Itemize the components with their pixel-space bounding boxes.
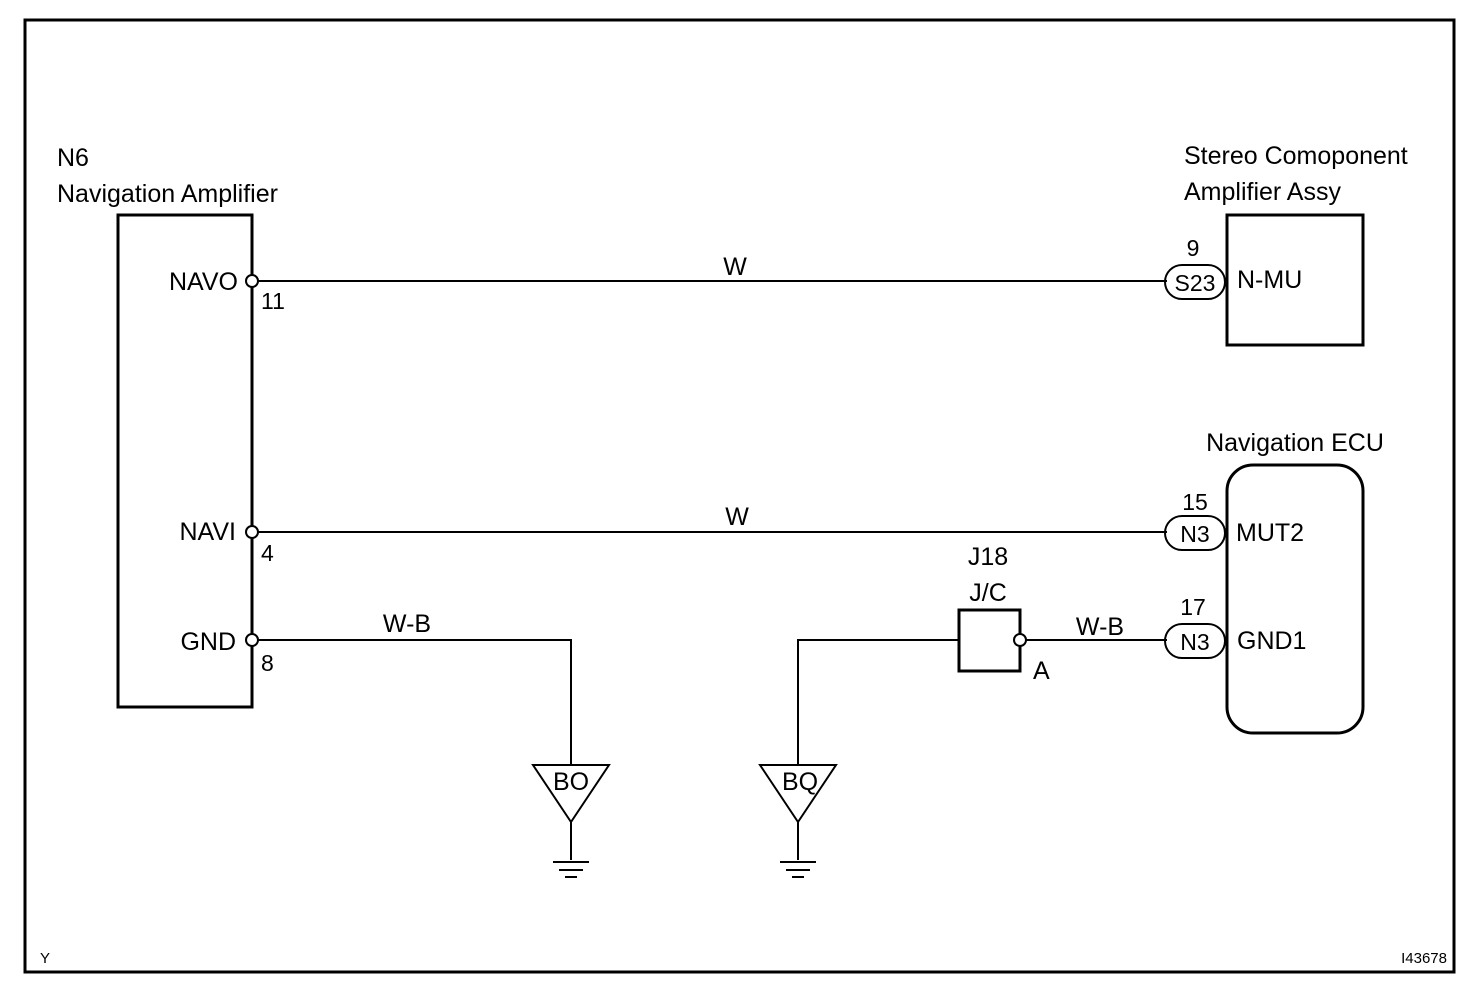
nav-amp-box xyxy=(116,213,254,709)
stereo-amp-box xyxy=(1225,213,1365,347)
stereo-amp-name-line1: Stereo Comoponent xyxy=(1184,142,1408,170)
gnd1-pin-number: 17 xyxy=(1180,594,1206,620)
junction-code: J18 xyxy=(968,543,1008,571)
gnd-wire-color: W-B xyxy=(383,610,431,638)
navo-terminal xyxy=(245,274,259,288)
ground-bo-icon xyxy=(531,764,611,878)
gnd-pin-label: GND xyxy=(180,628,236,656)
mut2-pin-number: 15 xyxy=(1182,489,1208,515)
stereo-amp-pin-label: N-MU xyxy=(1237,266,1302,294)
gnd1-pin-label: GND1 xyxy=(1237,627,1306,655)
navo-pin-label: NAVO xyxy=(169,268,238,296)
nav-ecu-box xyxy=(1225,463,1365,735)
stereo-amp-connector xyxy=(1164,264,1226,300)
gnd-pin-number: 8 xyxy=(261,650,274,676)
stereo-amp-connector-label: S23 xyxy=(1175,270,1216,296)
mut2-pin-label: MUT2 xyxy=(1236,519,1304,547)
nav-amp-code: N6 xyxy=(57,144,89,172)
navi-terminal xyxy=(245,525,259,539)
bq-ground-wire xyxy=(797,639,959,765)
junction-type: J/C xyxy=(969,579,1007,607)
nav-ecu-name: Navigation ECU xyxy=(1206,429,1384,457)
mut2-connector xyxy=(1164,515,1226,551)
ground-bo-label: BO xyxy=(553,768,589,796)
gnd1-connector xyxy=(1164,623,1226,659)
footer-left-label: Y xyxy=(40,950,50,967)
ecu-gnd-wire-color: W-B xyxy=(1076,613,1124,641)
junction-terminal-label: A xyxy=(1033,657,1050,685)
diagram-frame xyxy=(23,18,1456,974)
mut2-connector-label: N3 xyxy=(1180,521,1209,547)
gnd-wire xyxy=(252,639,572,765)
navo-pin-number: 11 xyxy=(261,288,285,314)
figure-id: I43678 xyxy=(1401,950,1447,967)
navi-pin-label: NAVI xyxy=(180,518,237,546)
navi-pin-number: 4 xyxy=(261,540,274,566)
navo-wire-color: W xyxy=(723,253,747,281)
navi-wire-color: W xyxy=(725,503,749,531)
stereo-amp-name-line2: Amplifier Assy xyxy=(1184,178,1341,206)
gnd-terminal xyxy=(245,633,259,647)
nav-amp-name: Navigation Amplifier xyxy=(57,180,278,208)
junction-box xyxy=(957,608,1022,673)
stereo-amp-pin-number: 9 xyxy=(1187,235,1200,261)
junction-terminal xyxy=(1013,633,1027,647)
ground-bq-icon xyxy=(758,764,838,878)
gnd1-connector-label: N3 xyxy=(1180,629,1209,655)
ground-bq-label: BQ xyxy=(782,768,818,796)
